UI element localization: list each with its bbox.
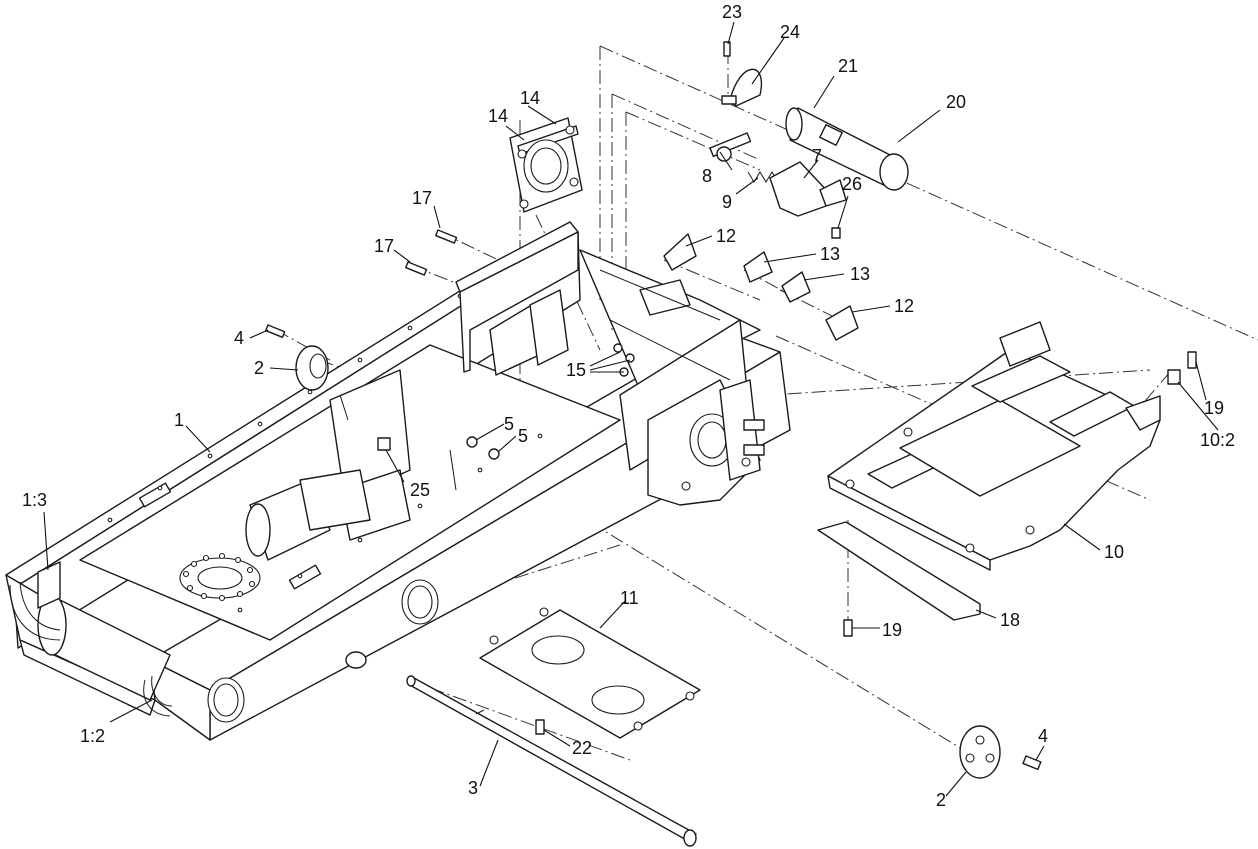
mount-plates	[509, 117, 583, 213]
callout-labels: 23 24 21 20 14 14 17 17 4 2 1 1:3 1:2 8 …	[22, 2, 1235, 810]
callout-24: 22	[572, 738, 592, 758]
callout-14-right: 14	[520, 88, 540, 108]
callout-18: 18	[1000, 610, 1020, 630]
callout-13-upper: 13	[820, 244, 840, 264]
callout-1-3: 1:3	[22, 490, 47, 510]
leader-lines	[43, 21, 1219, 797]
callout-20: 20	[946, 92, 966, 112]
callout-2-left: 2	[254, 358, 264, 378]
latch-assembly	[709, 132, 847, 239]
floor-plate	[827, 321, 1161, 571]
decal-1-3	[37, 561, 61, 609]
callout-14-left: 14	[488, 106, 508, 126]
callout-10-2: 10:2	[1200, 430, 1235, 450]
callout-11: 11	[620, 588, 639, 608]
bolt-circle	[182, 552, 256, 602]
callout-12-lower: 12	[894, 296, 914, 316]
callout-15: 15	[566, 360, 586, 380]
callout-12-upper: 12	[716, 226, 736, 246]
callout-26: 26	[842, 174, 862, 194]
rear-mount	[455, 221, 765, 506]
callout-19-right: 19	[1204, 398, 1224, 418]
callout-22: 23	[722, 2, 742, 22]
callout-9: 9	[722, 192, 732, 212]
callout-3: 3	[468, 778, 478, 798]
callout-7: 7	[812, 146, 822, 166]
callout-13-lower: 13	[850, 264, 870, 284]
shaft-3	[406, 675, 697, 847]
cover-plate-18	[817, 521, 981, 621]
callout-5-lower: 5	[518, 426, 528, 446]
hubs	[295, 345, 1001, 779]
access-plate-11	[479, 607, 701, 739]
callout-17-upper: 17	[412, 188, 432, 208]
callout-1: 1	[174, 410, 184, 430]
rail-holes	[107, 293, 543, 613]
callout-17-lower: 17	[374, 236, 394, 256]
callout-21: 21	[838, 56, 858, 76]
callout-10: 10	[1104, 542, 1124, 562]
callout-23: 24	[780, 22, 800, 42]
callout-19-lower: 19	[882, 620, 902, 640]
tube-and-clamp	[721, 41, 909, 191]
callout-4-left: 4	[234, 328, 244, 348]
callout-2-right: 2	[936, 790, 946, 810]
bumpers	[663, 233, 859, 341]
callout-8: 8	[702, 166, 712, 186]
callout-5-upper: 5	[504, 414, 514, 434]
callout-1-2: 1:2	[80, 726, 105, 746]
callout-25: 25	[410, 480, 430, 500]
callout-4-right: 4	[1038, 726, 1048, 746]
